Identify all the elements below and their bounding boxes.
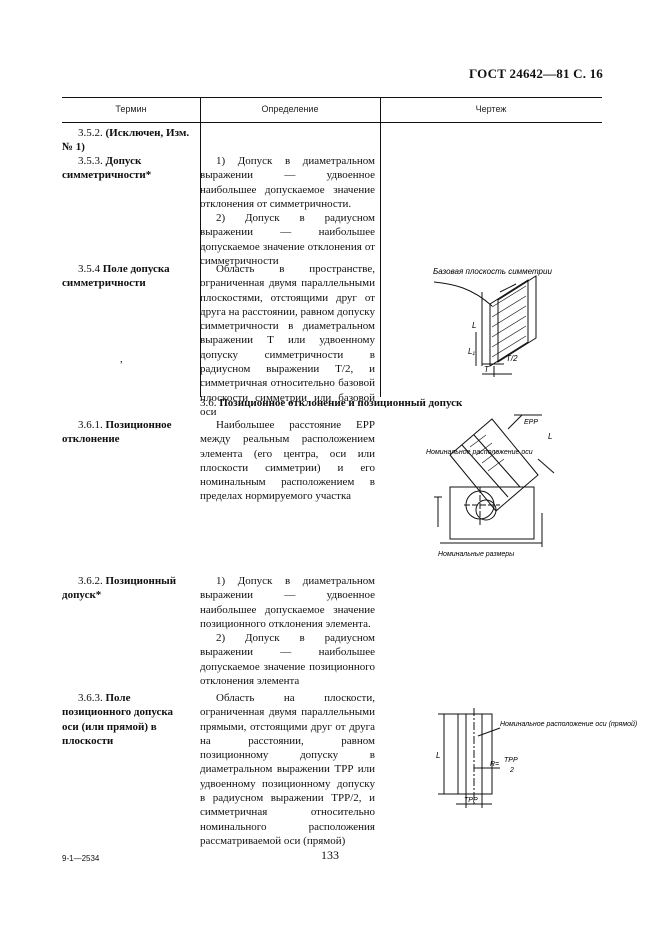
fraction-denominator: 2: [509, 767, 514, 774]
tpp-label: TPP: [464, 797, 478, 804]
nominal-axis-label: Номинальное расположение оси: [426, 449, 533, 456]
column-drawing: Чертеж: [475, 104, 507, 114]
nominal-axis-label: Номинальное расположение оси (прямой): [500, 720, 637, 728]
positional-deviation-figure: EPP Номинальное расположение оси Номинал…: [426, 414, 555, 558]
symmetry-field-figure: Базовая плоскость симметрии L L₁ T/2 T: [433, 267, 552, 377]
column-divider: [200, 97, 201, 397]
dim-T2: T/2: [506, 354, 518, 363]
radius-label: R=: [490, 761, 499, 768]
term-3-6-1: 3.6.1. Позиционное отклонение: [62, 419, 172, 446]
definition-3-6-2: 1) Допуск в диаметральном выражении — уд…: [200, 575, 375, 688]
nominal-dims-label: Номинальные размеры: [438, 551, 515, 558]
term-3-5-4: 3.5.4 Поле допуска симметричности: [62, 263, 170, 290]
term-3-6-3: 3.6.3. Поле позиционного допуска оси (ил…: [62, 692, 174, 747]
column-divider: [380, 97, 381, 397]
epp-label: EPP: [524, 419, 538, 426]
document-reference: ГОСТ 24642—81 С. 16: [469, 66, 603, 81]
dim-T: T: [484, 365, 490, 374]
column-definition: Определение: [261, 104, 319, 114]
plane-back: [489, 279, 529, 367]
page-number: 133: [321, 848, 339, 862]
table-header: Термин Определение Чертеж: [62, 97, 602, 123]
definition-3-5-4: Область в пространстве, ограниченная дву…: [200, 263, 375, 418]
footer-code: 9-1—2534: [62, 854, 100, 863]
term-3-6-2: 3.6.2. Позиционный допуск*: [62, 575, 177, 602]
dim-L: L: [548, 432, 552, 441]
definition-3-6-1: Наибольшее расстояние EPP между реальным…: [200, 419, 375, 503]
fraction-numerator: TPP: [504, 757, 518, 764]
dim-L: L: [472, 321, 476, 330]
section-title: 3.6. Позиционное отклонение и позиционны…: [200, 397, 463, 409]
dim-L: L: [436, 751, 440, 760]
positional-field-figure: Номинальное расположение оси (прямой) L …: [436, 708, 637, 808]
dim-L1: L₁: [468, 347, 475, 356]
stray-mark: ,: [120, 353, 123, 365]
plane-front: [497, 275, 537, 363]
definition-3-6-3: Область на плоскости, ограниченная двумя…: [200, 692, 375, 847]
term-3-5-3: 3.5.3. Допуск симметричности*: [62, 155, 152, 182]
term-3-5-2: 3.5.2. (Исключен, Изм. № 1): [62, 127, 190, 154]
base-plane-label: Базовая плоскость симметрии: [433, 267, 552, 276]
column-term: Термин: [115, 104, 147, 114]
definition-3-5-3: 1) Допуск в диаметральном выражении — уд…: [200, 155, 375, 268]
